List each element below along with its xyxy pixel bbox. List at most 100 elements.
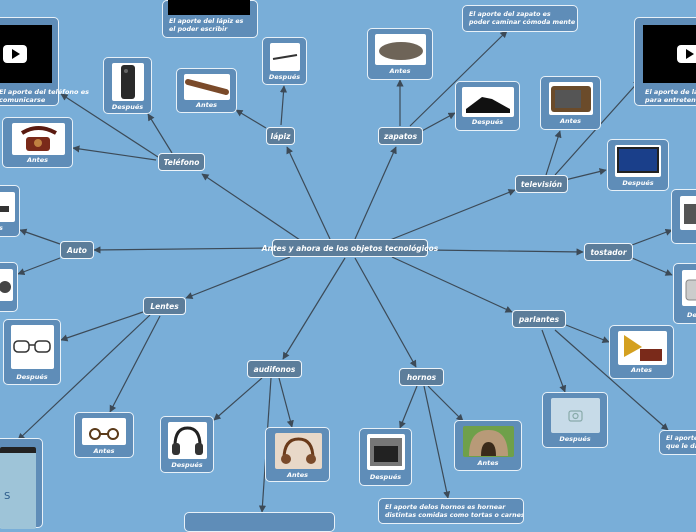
note-parlantes[interactable]: El aporte que le da <box>659 430 696 455</box>
card-lentes-antes[interactable]: Antes <box>74 412 134 458</box>
image-flat-tv <box>615 145 661 177</box>
camera-icon <box>568 410 583 422</box>
old-headphones-icon <box>281 437 316 464</box>
clay-oven-icon <box>469 430 508 456</box>
card-television-antes[interactable]: Antes <box>540 76 601 130</box>
card-telefono-antes[interactable]: Antes <box>2 117 73 168</box>
image-old-car <box>0 192 15 222</box>
image-gramophone <box>618 331 667 365</box>
card-parlantes-antes[interactable]: Antes <box>609 325 674 379</box>
play-icon[interactable] <box>677 45 696 63</box>
image-old-shoe <box>375 34 426 65</box>
topic-lentes[interactable]: Lentes <box>143 297 186 315</box>
note-television: El aporte de la t para entretene <box>645 88 696 104</box>
topic-telefono[interactable]: Teléfono <box>158 153 205 171</box>
card-tostador-2[interactable]: Des <box>673 263 696 324</box>
note-card-audifonos[interactable] <box>184 512 335 532</box>
caption: Antes <box>195 101 218 109</box>
old-shoe-icon <box>379 42 423 60</box>
image-old-tv <box>549 82 593 115</box>
card-auto-2[interactable] <box>0 262 18 312</box>
old-tv-icon <box>551 86 591 112</box>
oven-icon <box>370 438 402 466</box>
image-glasses <box>11 325 54 369</box>
image-pencil <box>270 43 300 71</box>
card-audifonos-despues[interactable]: Después <box>160 416 214 473</box>
topic-parlantes[interactable]: parlantes <box>512 310 566 328</box>
caption: Después <box>471 118 504 126</box>
video-thumbnail[interactable] <box>643 25 696 83</box>
shoe-icon <box>466 97 510 113</box>
caption: Antes <box>389 67 411 75</box>
caption: Después <box>369 473 402 481</box>
card-hornos-despues[interactable]: Después <box>359 428 412 486</box>
card-parlantes-despues[interactable]: Después <box>542 392 608 448</box>
image-old-pencil <box>184 74 230 100</box>
topic-auto[interactable]: Auto <box>60 241 94 259</box>
card-lentes-extra[interactable]: S <box>0 438 43 529</box>
caption: Antes <box>630 366 653 374</box>
caption: Antes <box>477 459 499 467</box>
note-zapato[interactable]: El aporte del zapato es poder caminar có… <box>462 5 578 32</box>
pencil-icon <box>272 54 298 60</box>
old-toaster-icon <box>684 204 696 224</box>
card-audifonos-antes[interactable]: Antes <box>265 427 330 482</box>
image-oven <box>367 434 405 470</box>
image-shoe <box>462 87 514 117</box>
old-telephone-icon <box>20 126 57 151</box>
note-card-telefono[interactable]: El aporte del teléfono es comunicarse <box>0 17 90 106</box>
svg-text:S: S <box>4 491 10 502</box>
caption: Después <box>16 373 48 381</box>
caption: Después <box>171 461 203 469</box>
caption: Después <box>111 103 144 111</box>
note-hornos[interactable]: El aporte delos hornos es hornear distin… <box>378 498 524 524</box>
screen-icon: S <box>0 447 36 502</box>
card-zapatos-antes[interactable]: Antes <box>367 28 433 80</box>
central-topic[interactable]: Antes y ahora de los objetos tecnológico… <box>262 239 438 257</box>
smartphone-icon <box>121 65 135 99</box>
topic-audifonos[interactable]: audifonos <box>247 360 302 378</box>
note-telefono: El aporte del teléfono es comunicarse <box>0 88 90 104</box>
old-pencil-icon <box>185 79 229 95</box>
note-card-television[interactable]: El aporte de la t para entretene <box>634 17 696 106</box>
topic-zapatos[interactable]: zapatos <box>378 127 423 145</box>
caption: s <box>0 224 19 232</box>
card-lapiz-antes[interactable]: Antes <box>176 68 237 113</box>
video-thumbnail[interactable] <box>168 0 250 15</box>
caption: Después <box>622 179 654 187</box>
image-car <box>0 269 13 301</box>
image-old-headphones <box>275 433 322 469</box>
video-thumbnail[interactable] <box>0 25 52 83</box>
connector-lines <box>17 30 673 513</box>
image-headphones <box>168 422 207 459</box>
gramophone-icon <box>624 335 662 361</box>
image-old-oven <box>463 426 514 457</box>
image-smartphone <box>112 63 144 101</box>
image-toaster <box>682 270 696 306</box>
caption: Después <box>559 435 591 443</box>
image-old-glasses <box>82 418 126 445</box>
card-telefono-despues[interactable]: Después <box>103 57 152 114</box>
image-placeholder <box>551 398 600 433</box>
image-glasses-screen: S <box>0 447 36 529</box>
caption: Antes <box>26 156 49 164</box>
glasses-icon <box>13 340 51 353</box>
play-icon[interactable] <box>3 45 27 63</box>
card-zapatos-despues[interactable]: Después <box>455 81 520 131</box>
old-car-icon <box>0 206 9 212</box>
topic-television[interactable]: televisión <box>515 175 568 193</box>
old-glasses-icon <box>89 428 119 440</box>
caption: Antes <box>286 471 309 479</box>
card-lentes-despues[interactable]: Después <box>3 319 61 385</box>
card-tostador-1[interactable] <box>671 189 696 244</box>
card-hornos-antes[interactable]: Antes <box>454 420 522 471</box>
topic-hornos[interactable]: hornos <box>399 368 444 386</box>
caption: Antes <box>559 117 582 125</box>
topic-lapiz[interactable]: lápiz <box>266 127 295 145</box>
image-old-telephone <box>12 123 65 155</box>
caption: Después <box>268 73 301 81</box>
topic-tostador[interactable]: tostador <box>584 243 633 261</box>
card-lapiz-despues[interactable]: Después <box>262 37 307 85</box>
card-television-despues[interactable]: Después <box>607 139 669 191</box>
card-auto-1[interactable]: s <box>0 185 20 237</box>
